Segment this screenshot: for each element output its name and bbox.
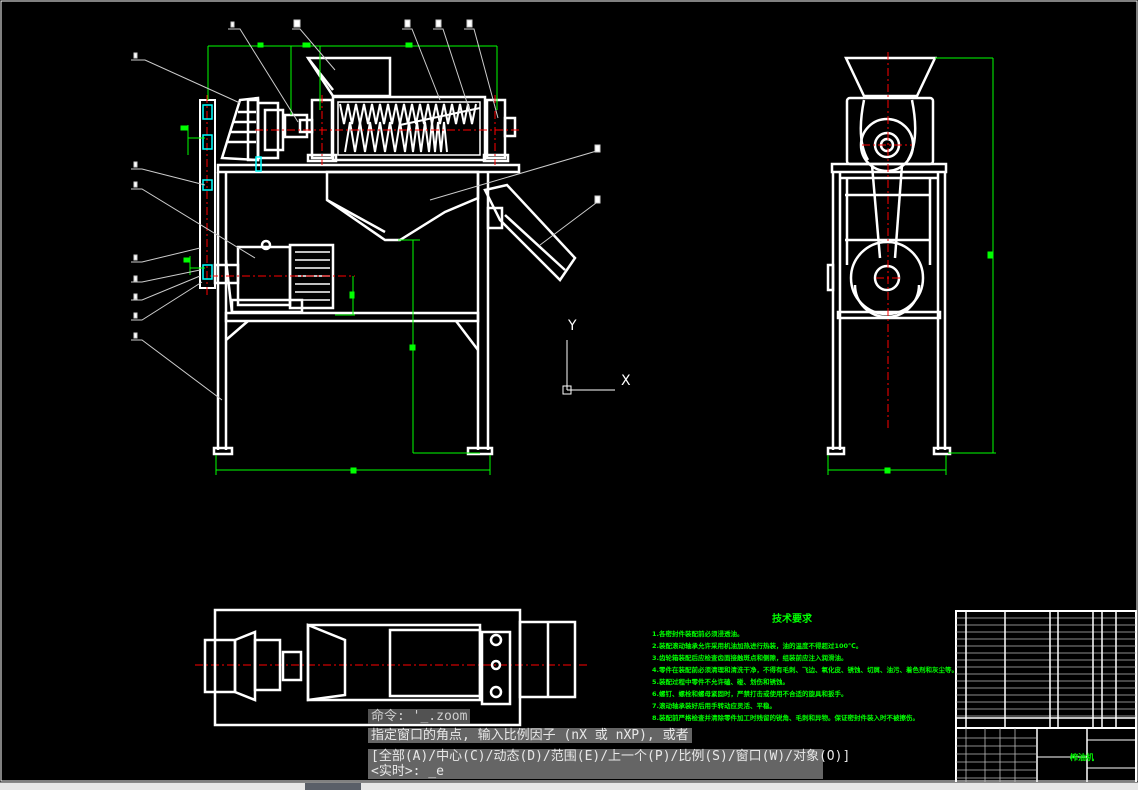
leader-lines — [131, 19, 601, 401]
title-block-drawing-name: 榨油机 — [1070, 753, 1094, 762]
status-bar — [0, 782, 1138, 790]
tech-item: 5.装配过程中零件不允许磕、碰、划伤和锈蚀。 — [652, 678, 789, 686]
status-bar-tab[interactable] — [305, 783, 361, 790]
side-view-centerlines — [862, 52, 912, 428]
tech-item: 8.装配前严格检查并清除零件加工时残留的锐角、毛刺和异物。保证密封件装入时不被擦… — [652, 714, 919, 722]
tech-requirements-title: 技术要求 — [772, 614, 812, 625]
plan-view — [203, 608, 577, 727]
tech-item: 1.各密封件装配前必须浸透油。 — [652, 630, 744, 638]
title-block — [955, 610, 1137, 786]
side-view — [826, 56, 952, 456]
command-prompt-options[interactable]: [全部(A)/中心(C)/动态(D)/范围(E)/上一个(P)/比例(S)/窗口… — [368, 749, 850, 779]
tech-item: 3.齿轮箱装配后应检查齿面接触斑点和侧隙，组装前应注入润滑油。 — [652, 654, 848, 662]
tech-item: 4.零件在装配前必须清理和清洗干净，不得有毛刺、飞边、氧化皮、锈蚀、切屑、油污、… — [652, 666, 958, 674]
front-view — [199, 56, 577, 456]
command-input[interactable]: <实时>: _e — [371, 764, 444, 779]
tech-item: 2.装配滚动轴承允许采用机油加热进行热装，油的温度不得超过100℃。 — [652, 642, 863, 650]
front-view-hidden — [202, 104, 262, 280]
command-options[interactable]: [全部(A)/中心(C)/动态(D)/范围(E)/上一个(P)/比例(S)/窗口… — [371, 749, 851, 764]
ucs-icon — [562, 340, 615, 395]
tech-item: 6.螺钉、螺栓和螺母紧固时，严禁打击或使用不合适的旋具和扳手。 — [652, 690, 848, 698]
tech-item: 7.滚动轴承装好后用手转动应灵活、平稳。 — [652, 702, 776, 710]
ucs-x-label: X — [621, 373, 631, 389]
front-view-centerlines — [195, 95, 590, 666]
command-prompt-line: 指定窗口的角点, 输入比例因子 (nX 或 nXP), 或者 — [368, 728, 692, 743]
ucs-y-label: Y — [568, 318, 577, 334]
command-history: 命令: '_.zoom — [368, 709, 471, 724]
side-view-dimensions — [827, 57, 996, 475]
